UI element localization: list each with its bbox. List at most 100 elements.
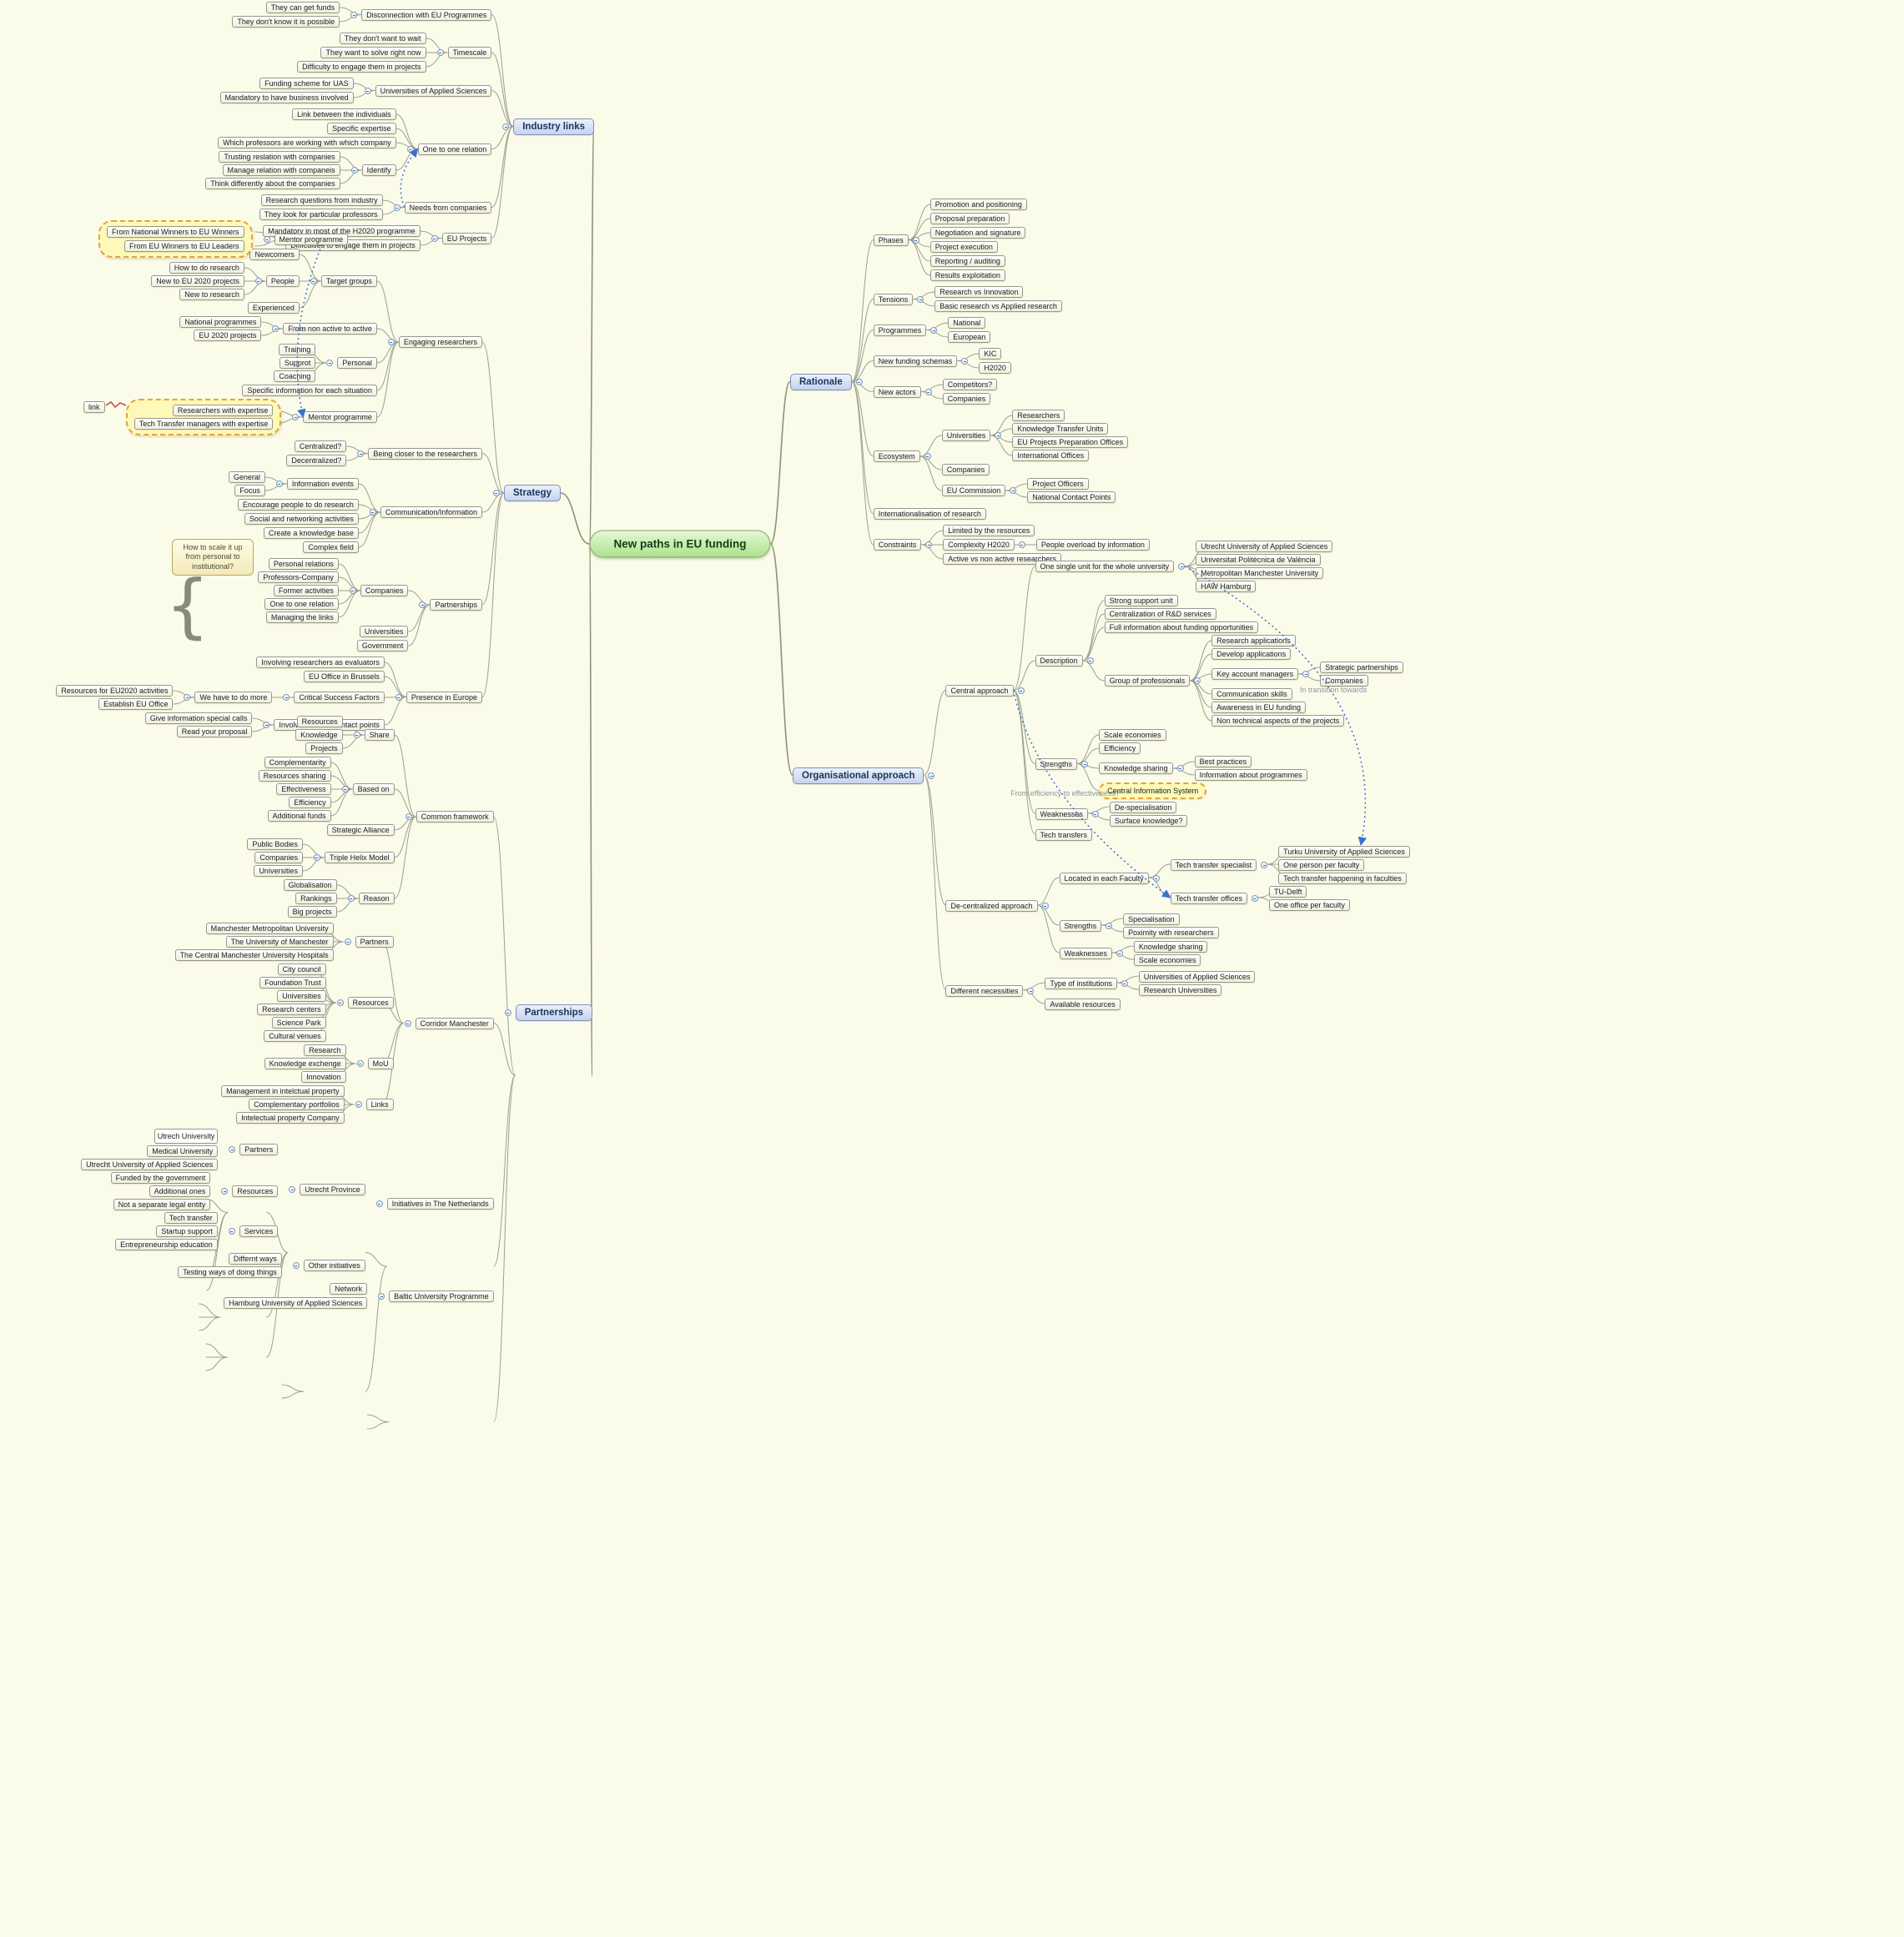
topic-utrech-university[interactable]: Utrech University <box>154 1129 219 1144</box>
topic-resources[interactable]: Resources <box>232 1185 279 1197</box>
topic-complementary-portfolios[interactable]: Complementary portfolios <box>249 1099 345 1110</box>
topic-surface-knowledge[interactable]: Surface knowledge? <box>1109 815 1188 827</box>
topic-research-questions-from-industry[interactable]: Research questions from industry <box>260 194 383 206</box>
topic-identify[interactable]: Identify <box>361 164 396 176</box>
collapse-handle[interactable] <box>1116 950 1123 957</box>
topic-target-groups[interactable]: Target groups <box>320 275 377 287</box>
topic-mentor-programme[interactable]: Mentor programme <box>303 411 377 423</box>
collapse-handle[interactable] <box>406 145 414 153</box>
collapse-handle[interactable] <box>930 326 938 334</box>
topic-they-can-get-funds[interactable]: They can get funds <box>265 2 340 13</box>
collapse-handle[interactable] <box>1194 677 1201 684</box>
topic-tech-transfer-managers-with-expertise[interactable]: Tech Transfer managers with expertise <box>133 418 274 430</box>
topic-mentor-programme[interactable]: Mentor programme <box>274 233 349 245</box>
topic-mou[interactable]: MoU <box>367 1058 394 1069</box>
topic-services[interactable]: Services <box>239 1225 279 1237</box>
topic-resources-sharing[interactable]: Resources sharing <box>258 770 331 782</box>
collapse-handle[interactable] <box>1017 687 1025 694</box>
topic-project-execution[interactable]: Project execution <box>929 241 998 253</box>
topic-knowledge-exchenge[interactable]: Knowledge exchenge <box>264 1058 346 1069</box>
topic-results-exploitation[interactable]: Results exploitation <box>929 269 1005 281</box>
topic-resources-for-eu2020-activities[interactable]: Resources for EU2020 activities <box>56 685 174 697</box>
topic-reason[interactable]: Reason <box>358 893 395 904</box>
topic-presence-in-europe[interactable]: Presence in Europe <box>405 691 482 703</box>
topic-research-universities[interactable]: Research Universities <box>1138 984 1222 996</box>
topic-reporting-auditing[interactable]: Reporting / auditing <box>929 255 1005 267</box>
topic-organisational-approach[interactable]: Organisational approach <box>793 767 924 784</box>
topic-research[interactable]: Research <box>304 1044 346 1056</box>
topic-timescale[interactable]: Timescale <box>447 47 492 58</box>
topic-give-information-special-calls[interactable]: Give information special calls <box>144 712 253 724</box>
topic-specific-expertise[interactable]: Specific expertise <box>327 123 396 134</box>
topic-mandatory-to-have-business-involved[interactable]: Mandatory to have business involved <box>219 92 354 103</box>
collapse-handle[interactable] <box>855 378 863 385</box>
topic-the-central-manchester-university-hospital[interactable]: The Central Manchester University Hospit… <box>174 949 334 961</box>
topic-social-and-networking-activities[interactable]: Social and networking activities <box>244 513 359 525</box>
topic-manage-relation-with-companeis[interactable]: Manage relation with companeis <box>222 164 340 176</box>
topic-industry-links[interactable]: Industry links <box>513 118 594 135</box>
topic-proposal-preparation[interactable]: Proposal preparation <box>929 213 1010 224</box>
topic-utrecht-university-of-applied-sciences[interactable]: Utrecht University of Applied Sciences <box>1196 541 1333 552</box>
topic-weaknesses[interactable]: Weaknesses <box>1035 808 1088 820</box>
topic-how-to-do-research[interactable]: How to do research <box>169 262 244 274</box>
collapse-handle[interactable] <box>289 1186 296 1193</box>
topic-programmes[interactable]: Programmes <box>873 324 927 336</box>
topic-public-bodies[interactable]: Public Bodies <box>247 838 303 850</box>
collapse-handle[interactable] <box>357 450 365 457</box>
collapse-handle[interactable] <box>928 772 935 779</box>
topic-eu-commission[interactable]: EU Commission <box>941 485 1006 496</box>
topic-type-of-institutions[interactable]: Type of institutions <box>1045 978 1117 989</box>
topic-based-on[interactable]: Based on <box>352 783 395 795</box>
collapse-handle[interactable] <box>917 295 924 303</box>
topic-management-in-intelctual-property[interactable]: Management in intelctual property <box>221 1085 345 1097</box>
topic-internationalisation-of-research[interactable]: Internationalisation of research <box>873 508 986 520</box>
topic-active-vs-non-active-researchers[interactable]: Active vs non active researchers <box>943 553 1061 565</box>
topic-one-person-per-faculty[interactable]: One person per faculty <box>1278 859 1365 871</box>
collapse-handle[interactable] <box>492 490 500 496</box>
topic-new-to-research[interactable]: New to research <box>179 289 244 300</box>
topic-links[interactable]: Links <box>365 1099 394 1110</box>
collapse-handle[interactable] <box>912 236 919 244</box>
collapse-handle[interactable] <box>1251 895 1258 902</box>
collapse-handle[interactable] <box>313 854 320 861</box>
collapse-handle[interactable] <box>1302 671 1310 677</box>
topic-central-approach[interactable]: Central approach <box>945 685 1014 697</box>
topic-de-centralized-approach[interactable]: De-centralized approach <box>945 900 1038 912</box>
topic-constraints[interactable]: Constraints <box>873 539 922 551</box>
topic-specialisation[interactable]: Specialisation <box>1123 913 1180 925</box>
topic-think-differently-about-the-companies[interactable]: Think differently about the companies <box>205 178 340 189</box>
topic-located-in-each-faculty[interactable]: Located in each Faculty <box>1059 873 1149 884</box>
topic-testing-ways-of-doing-things[interactable]: Testing ways of doing things <box>178 1266 282 1278</box>
topic-encourage-people-to-do-research[interactable]: Encourage people to do research <box>237 499 359 511</box>
topic-tech-transfer[interactable]: Tech transfer <box>164 1212 218 1224</box>
topic-resources[interactable]: Resources <box>296 716 343 727</box>
collapse-handle[interactable] <box>387 339 395 345</box>
collapse-handle[interactable] <box>184 694 191 701</box>
collapse-handle[interactable] <box>1010 487 1017 494</box>
collapse-handle[interactable] <box>395 693 402 701</box>
topic-de-specialisation[interactable]: De-specialisation <box>1109 802 1177 813</box>
topic-tech-transfer-happening-in-faculties[interactable]: Tech transfer happening in faculties <box>1278 873 1407 884</box>
topic-the-university-of-manchester[interactable]: The University of Manchester <box>225 936 334 948</box>
collapse-handle[interactable] <box>254 278 262 284</box>
collapse-handle[interactable] <box>419 601 426 608</box>
topic-promotion-and-positioning[interactable]: Promotion and positioning <box>929 199 1027 210</box>
topic-different-necessities[interactable]: Different necessities <box>945 984 1024 997</box>
topic-initiatives-in-the-netherlands[interactable]: Initiatives in The Netherlands <box>386 1197 494 1210</box>
topic-best-practices[interactable]: Best practices <box>1194 756 1252 767</box>
topic-companies[interactable]: Companies <box>1320 675 1368 687</box>
topic-awareness-in-eu-funding[interactable]: Awareness in EU funding <box>1211 702 1307 713</box>
topic-rankings[interactable]: Rankings <box>295 893 337 904</box>
collapse-handle[interactable] <box>341 786 349 792</box>
topic-research-applications[interactable]: Research applications <box>1211 635 1296 647</box>
topic-scale-economies[interactable]: Scale economies <box>1133 954 1201 966</box>
topic-centralized[interactable]: Centralized? <box>294 440 347 452</box>
collapse-handle[interactable] <box>292 414 300 420</box>
topic-complex-field[interactable]: Complex field <box>303 541 359 553</box>
topic-knowledge[interactable]: Knowledge <box>295 729 343 741</box>
topic-researchers[interactable]: Researchers <box>1012 410 1065 421</box>
topic-poximity-with-researchers[interactable]: Poximity with researchers <box>1123 927 1219 938</box>
topic-project-officers[interactable]: Project Officers <box>1027 478 1089 490</box>
topic-weaknesses[interactable]: Weaknesses <box>1059 948 1112 959</box>
topic-full-information-about-funding-opportuniti[interactable]: Full information about funding opportuni… <box>1104 621 1259 633</box>
